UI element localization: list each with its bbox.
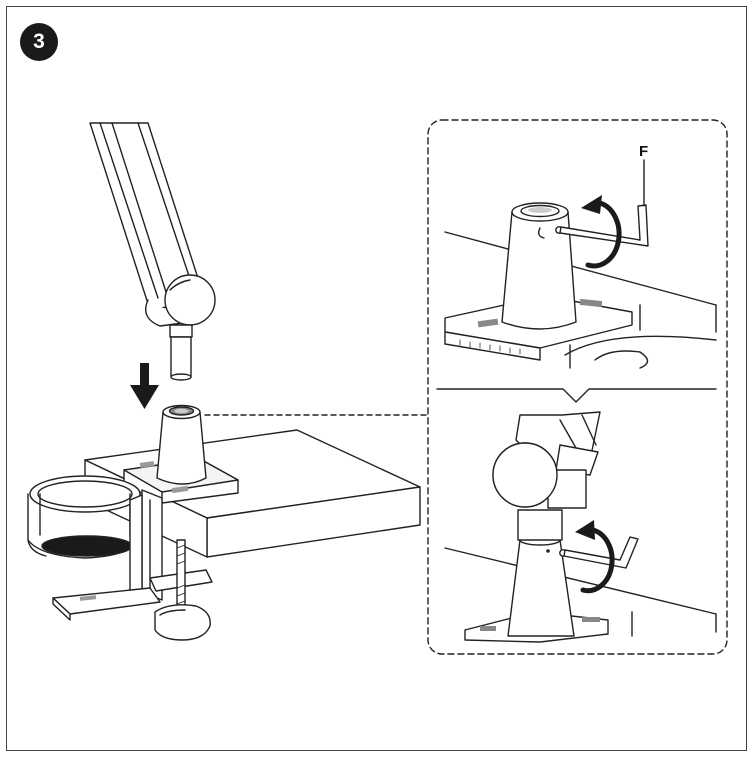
monitor-arm <box>89 122 216 381</box>
detail-divider <box>436 388 717 403</box>
detail-box <box>427 119 728 655</box>
detail-bottom <box>444 411 717 643</box>
insert-down-arrow <box>130 363 159 409</box>
step-number: 3 <box>33 30 45 53</box>
mounting-post <box>156 404 207 485</box>
detail-top: F <box>444 143 717 369</box>
clamp-body <box>129 489 163 601</box>
clamp-screw-knob <box>154 539 211 641</box>
figure-frame <box>6 6 747 751</box>
step-number-badge: 3 <box>20 23 58 61</box>
part-label-F: F <box>639 143 648 160</box>
